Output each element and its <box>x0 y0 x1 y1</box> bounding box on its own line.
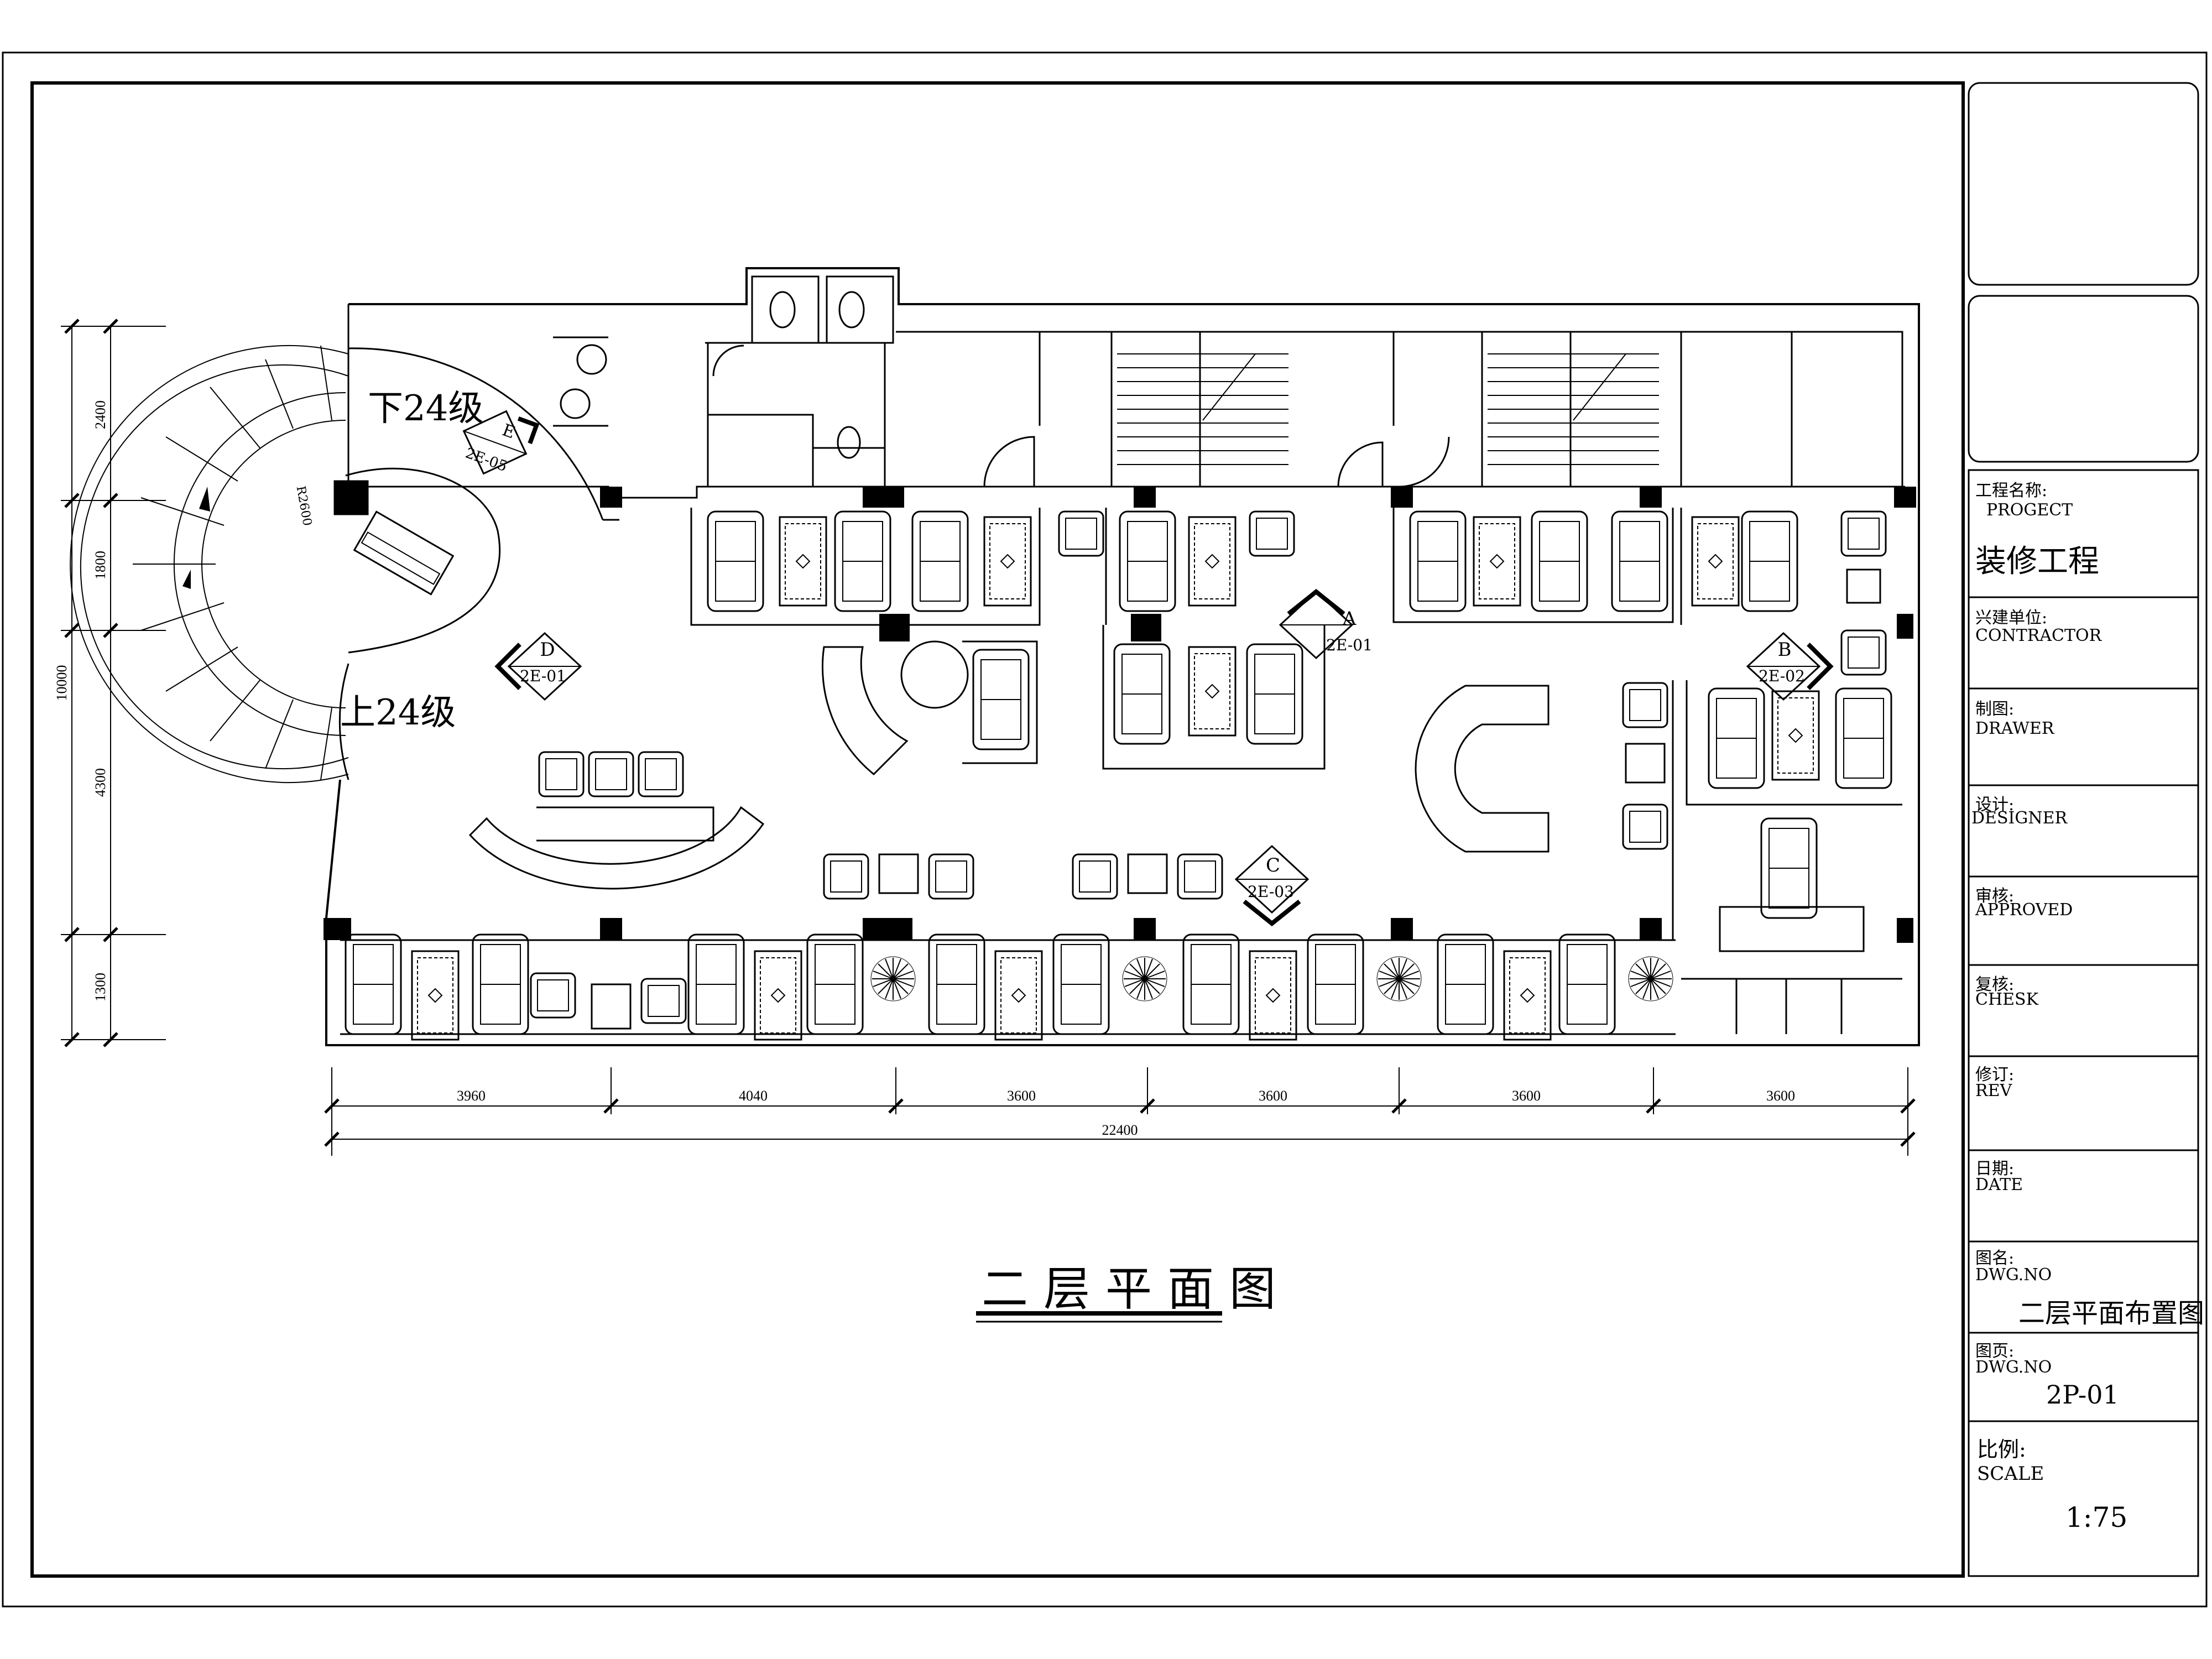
section-mark-c <box>1234 844 1310 927</box>
section-mark-a <box>1279 588 1354 660</box>
designer-label-en: DESIGNER <box>1971 808 2068 828</box>
dim-v-4: 1300 <box>92 973 108 1001</box>
dwg-name-label-cn: 图名: <box>1975 1249 2015 1268</box>
scale-label-cn: 比例: <box>1977 1437 2026 1462</box>
section-mark-a-ref: 2E-01 <box>1326 636 1373 654</box>
dim-h-6: 3600 <box>1766 1088 1795 1104</box>
project-name: 装修工程 <box>1975 544 2099 580</box>
dim-v-1: 2400 <box>92 400 108 429</box>
radius-label: R2600 <box>294 485 314 527</box>
section-mark-d-letter: D <box>540 639 555 661</box>
check-label-en: CHESK <box>1975 990 2038 1009</box>
drawing-title: 二层平面图 <box>982 1262 1291 1316</box>
section-mark-d-ref: 2E-01 <box>520 667 566 685</box>
drawer-label-cn: 制图: <box>1975 700 2015 719</box>
section-mark-b-letter: B <box>1778 639 1792 661</box>
section-mark-e <box>462 410 540 475</box>
title-block <box>1968 82 2199 1577</box>
scale-value: 1:75 <box>2065 1501 2128 1533</box>
date-label-cn: 日期: <box>1975 1159 2015 1178</box>
dim-h-1: 3960 <box>457 1088 486 1104</box>
dwg-name: 二层平面布置图 <box>2018 1298 2205 1329</box>
project-label-en: PROGECT <box>1986 500 2073 520</box>
dwg-no-label-cn: 图页: <box>1975 1342 2015 1361</box>
drawer-label-en: DRAWER <box>1975 719 2054 738</box>
stair-arrow-icon <box>199 487 210 512</box>
approved-label-cn: 审核: <box>1975 886 2015 906</box>
section-mark-e-ref: 2E-05 <box>463 445 509 475</box>
dim-h-5: 3600 <box>1512 1088 1541 1104</box>
dim-v-3: 4300 <box>92 768 108 797</box>
project-label-cn: 工程名称: <box>1975 481 2048 500</box>
section-mark-c-letter: C <box>1266 854 1280 877</box>
dim-h-total: 22400 <box>1102 1122 1138 1138</box>
dim-v-total: 10000 <box>54 665 70 701</box>
drawing-frame <box>30 81 1965 1578</box>
dimension-lines <box>61 319 1916 1156</box>
contractor-label-cn: 兴建单位: <box>1975 608 2048 628</box>
dim-h-3: 3600 <box>1007 1088 1036 1104</box>
contractor-label-en: CONTRACTOR <box>1975 626 2102 645</box>
designer-label-cn: 设计: <box>1975 795 2015 815</box>
dim-h-2: 4040 <box>739 1088 768 1104</box>
rev-label-cn: 修订: <box>1975 1065 2015 1084</box>
floor-plan <box>70 267 1920 1046</box>
stair-up-label: 上24级 <box>340 692 456 733</box>
section-mark-e-letter: E <box>500 420 518 442</box>
stair-down-label: 下24级 <box>368 388 483 429</box>
outer-border <box>2 51 2208 1608</box>
stair-arrow-icon <box>182 570 191 589</box>
date-label-en: DATE <box>1975 1175 2023 1194</box>
dwg-no-label-en: DWG.NO <box>1975 1358 2052 1377</box>
section-mark-d <box>494 632 582 701</box>
section-mark-c-ref: 2E-03 <box>1248 883 1294 901</box>
dwg-name-label-en: DWG.NO <box>1975 1265 2052 1285</box>
section-mark-b-ref: 2E-02 <box>1759 667 1805 685</box>
check-label-cn: 复核: <box>1975 975 2015 994</box>
approved-label-en: APPROVED <box>1975 900 2073 920</box>
scale-label-en: SCALE <box>1977 1463 2044 1485</box>
section-mark-b <box>1746 632 1834 701</box>
dwg-no: 2P-01 <box>2046 1380 2119 1410</box>
dim-h-4: 3600 <box>1259 1088 1287 1104</box>
section-mark-a-letter: A <box>1342 608 1357 630</box>
dim-v-2: 1800 <box>92 551 108 580</box>
rev-label-en: REV <box>1975 1081 2012 1100</box>
